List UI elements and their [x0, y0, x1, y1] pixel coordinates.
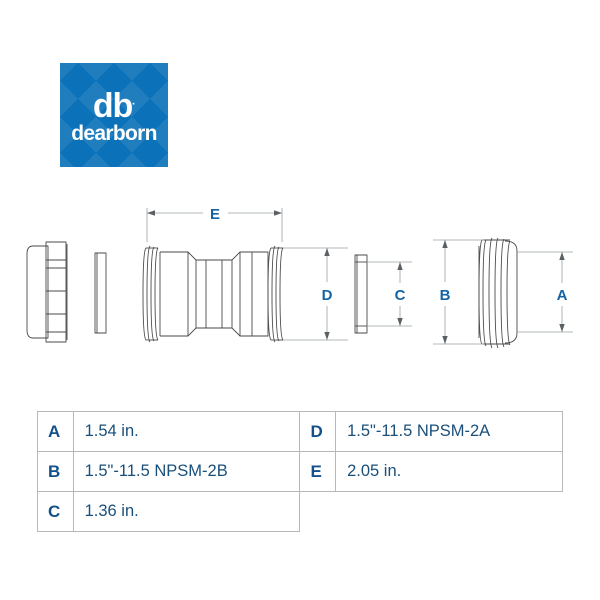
dimension-value-b: 1.5"-11.5 NPSM-2B [72, 451, 301, 492]
dimension-key-d: D [299, 411, 337, 452]
dimension-value-c: 1.36 in. [72, 491, 301, 532]
dimension-value-a: 1.54 in. [72, 411, 301, 452]
dearborn-logo: db. dearborn [60, 63, 168, 167]
dimension-key-a: A [37, 411, 74, 452]
dimension-label-A: A [557, 287, 568, 304]
table-row: A 1.54 in. D 1.5"-11.5 NPSM-2A [37, 411, 563, 452]
dimension-line-A [516, 251, 573, 333]
table-row: C 1.36 in. [37, 491, 563, 532]
dimension-key-b: B [37, 451, 74, 492]
logo-diamond-pattern [60, 63, 168, 167]
logo-dearborn-text: dearborn [71, 122, 157, 146]
component-locknut-right [478, 237, 518, 349]
dimension-line-D [283, 247, 348, 341]
dimension-value-d: 1.5"-11.5 NPSM-2A [335, 411, 563, 452]
component-gasket-left [94, 252, 107, 334]
assembly-drawing-svg: E D C B A [26, 206, 573, 349]
component-locknut-left [26, 241, 68, 343]
table-empty-cell [300, 492, 336, 532]
logo-text-block: db. dearborn [60, 87, 168, 146]
component-gasket-right [354, 254, 368, 334]
dimension-key-e: E [299, 451, 337, 492]
table-empty-cell [336, 492, 563, 532]
dimension-label-C: C [395, 287, 406, 304]
dimension-label-E: E [210, 206, 220, 223]
dimension-line-C [367, 261, 412, 327]
logo-registered-mark: . [132, 95, 136, 108]
dimension-line-E [146, 208, 283, 242]
dimension-key-c: C [37, 491, 74, 532]
exploded-assembly-drawing: E D C B A [0, 190, 600, 395]
dimensions-table: A 1.54 in. D 1.5"-11.5 NPSM-2A B 1.5"-11… [37, 411, 563, 532]
dimension-label-B: B [440, 287, 451, 304]
table-row: B 1.5"-11.5 NPSM-2B E 2.05 in. [37, 451, 563, 492]
logo-db-text: db. [92, 87, 136, 125]
component-body-center [142, 245, 284, 343]
dimension-line-B [433, 239, 484, 345]
dimension-value-e: 2.05 in. [335, 451, 563, 492]
dimension-label-D: D [322, 287, 333, 304]
